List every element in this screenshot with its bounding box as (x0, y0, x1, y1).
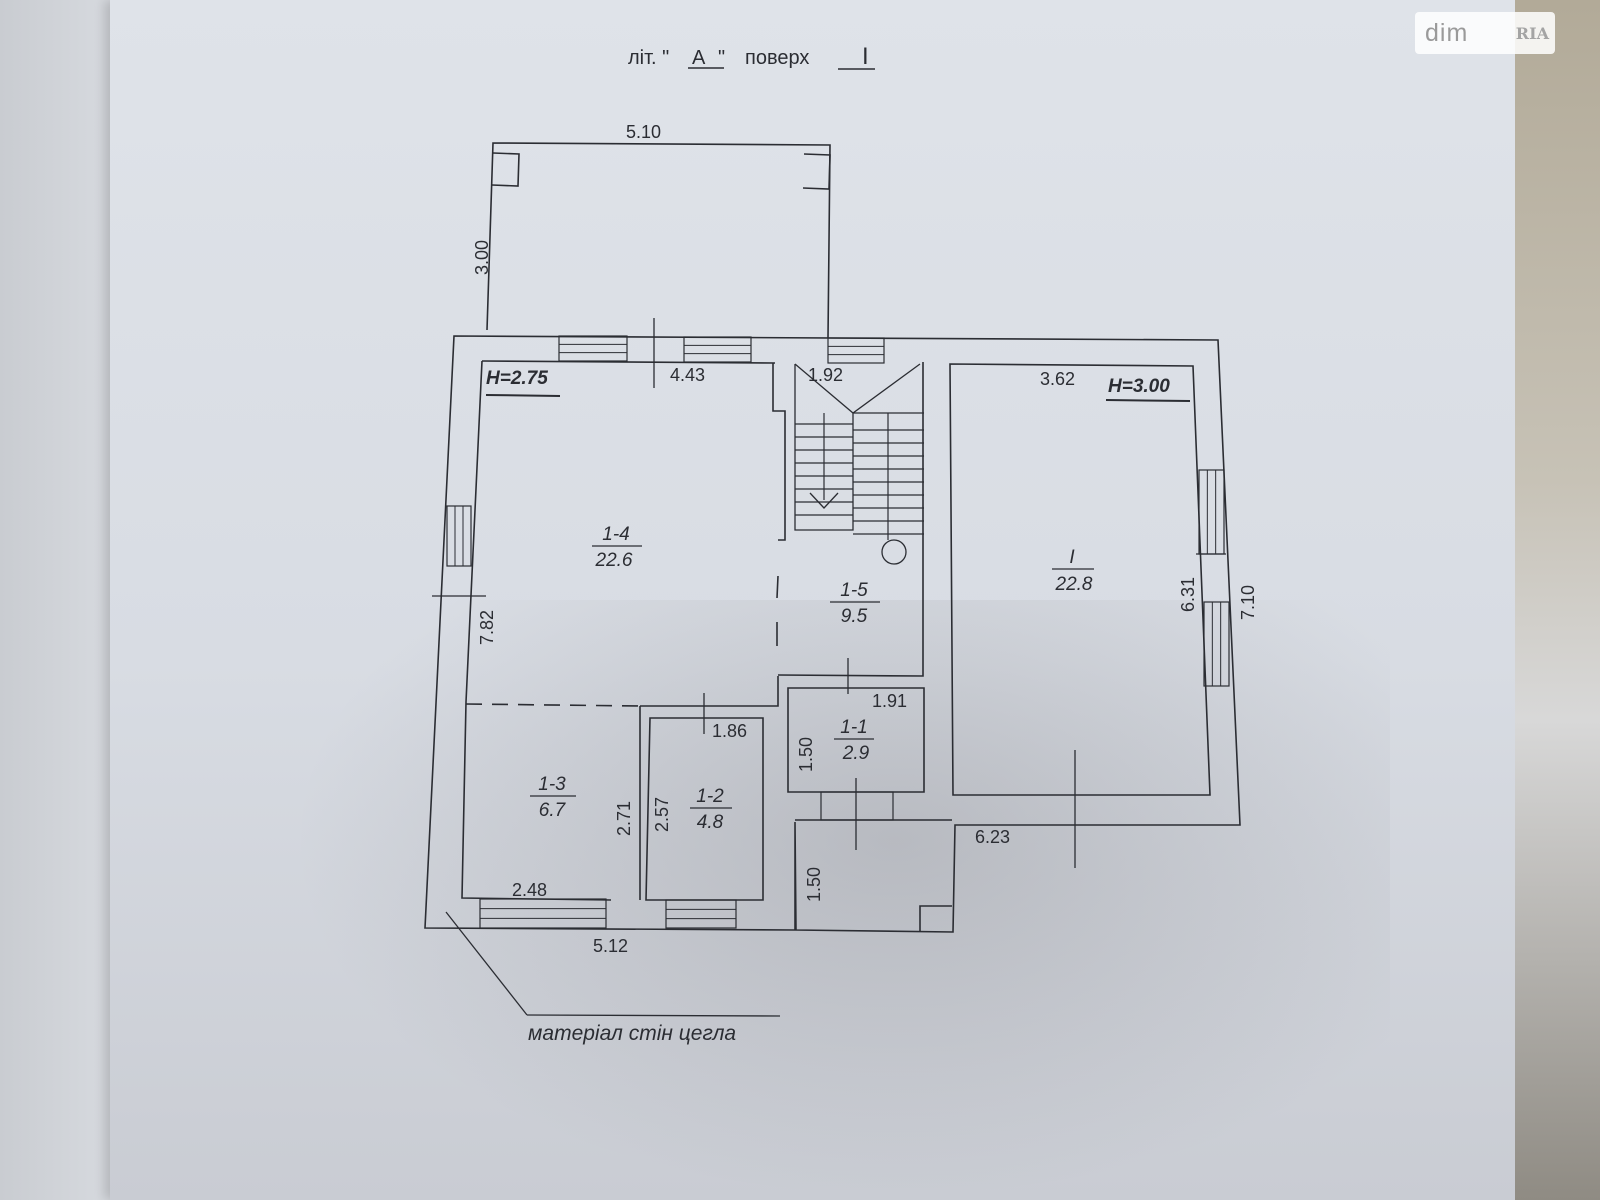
dim-porch-side: 3.00 (472, 240, 492, 275)
room-11-id: 1-1 (840, 717, 867, 738)
door-vestibule (820, 791, 894, 821)
room-11-label: 1-1 2.9 (834, 717, 874, 764)
h-underline-right (1105, 399, 1191, 402)
window-top-2 (683, 336, 752, 363)
stair-frame (794, 364, 924, 531)
room-13-label: 1-3 6.7 (530, 774, 576, 821)
height-left: H=2.75 (486, 368, 548, 389)
window-top-1 (558, 335, 628, 362)
window-right-2 (1203, 601, 1230, 687)
stair-landing (794, 363, 921, 414)
note-underline (526, 1014, 781, 1017)
dash-14-13 (465, 703, 641, 707)
floor-label: поверх (745, 47, 809, 69)
room-12-walls (645, 717, 764, 901)
lit-suffix: " (718, 47, 725, 69)
stair-steps (795, 413, 924, 540)
plan-title: літ. " А " поверх I (628, 43, 875, 70)
dim-room-13-bottom: 2.48 (512, 880, 547, 900)
wall-14-bottom (640, 676, 779, 707)
watermark-badge: dim RIA (1415, 12, 1555, 54)
window-panes (454, 343, 1222, 920)
outer-wall (424, 335, 1241, 933)
dim-left-side: 7.82 (477, 610, 497, 645)
dim-room-14-top: 4.43 (670, 365, 705, 385)
room-11-walls (787, 687, 925, 793)
window-right-1 (1198, 469, 1225, 555)
window-top-3 (827, 337, 885, 364)
room-12-area: 4.8 (697, 812, 724, 833)
watermark-text: dim (1425, 18, 1469, 47)
room-labels: 1-4 22.6 1-5 9.5 1-1 2.9 1-3 6.7 1-2 (530, 524, 1094, 833)
room-15-id: 1-5 (840, 580, 868, 601)
dash-14-15 (776, 575, 779, 646)
room-15-label: 1-5 9.5 (830, 580, 880, 627)
dim-room-I-bottom: 6.23 (975, 827, 1010, 847)
porch-column-right (802, 153, 831, 190)
room-14-label: 1-4 22.6 (592, 524, 642, 571)
wall-15 (777, 362, 924, 677)
window-bottom-2 (665, 899, 737, 929)
room-11-area: 2.9 (842, 743, 870, 764)
dim-entrance-side: 1.50 (804, 867, 824, 902)
section-ticks (432, 318, 1226, 1017)
lit-prefix: літ. " (628, 47, 669, 69)
dim-room-11-side: 1.50 (796, 737, 816, 772)
room-12-id: 1-2 (696, 786, 724, 807)
room-I-label: I 22.8 (1052, 547, 1094, 595)
windows (446, 335, 1230, 929)
staircase (794, 363, 924, 565)
dim-stair-top: 1.92 (808, 365, 843, 385)
floor-number: I (862, 43, 869, 70)
dim-bottom-outer: 5.12 (593, 936, 628, 956)
room-15-area: 9.5 (841, 606, 868, 627)
wall-material-note: матеріал стін цегла (528, 1022, 736, 1045)
window-left (446, 505, 472, 567)
dim-porch-top: 5.10 (626, 122, 661, 142)
dim-room-12-side: 2.57 (652, 797, 672, 832)
dim-room-I-top: 3.62 (1040, 369, 1075, 389)
dim-room-11-top: 1.91 (872, 691, 907, 711)
inner-wall-top-left (481, 360, 776, 364)
dim-right-outer: 7.10 (1238, 585, 1258, 620)
window-bottom-1 (479, 898, 607, 929)
plan-lines (424, 142, 1241, 933)
leader-line (445, 911, 528, 1016)
dimension-labels: 5.10 3.00 4.43 1.92 3.62 7.82 6.31 7.10 … (472, 122, 1258, 956)
h-underline-left (485, 394, 561, 397)
background-surface (1515, 0, 1600, 1200)
height-right: H=3.00 (1108, 376, 1170, 397)
room-12-label: 1-2 4.8 (690, 786, 732, 833)
room-13-area: 6.7 (539, 800, 567, 821)
stair-arrow (809, 492, 839, 509)
dim-room-12-top: 1.86 (712, 721, 747, 741)
height-labels: H=2.75 H=3.00 (486, 368, 1170, 397)
room-I-walls (949, 363, 1211, 796)
room-I-area: 22.8 (1055, 574, 1093, 595)
porch-outline (486, 142, 831, 339)
room-I-id: I (1069, 547, 1075, 568)
porch-column-left (491, 152, 520, 187)
ria-logo-icon: RIA (1515, 23, 1549, 43)
room-14-area: 22.6 (595, 550, 633, 571)
newel-post (881, 539, 907, 565)
wall-14-right (772, 363, 786, 541)
dim-room-I-side: 6.31 (1178, 577, 1198, 612)
room-13-id: 1-3 (538, 774, 566, 795)
document-page (110, 0, 1530, 1200)
room-14-id: 1-4 (602, 524, 629, 545)
dim-room-13-side: 2.71 (614, 801, 634, 836)
lit-letter: А (692, 47, 706, 69)
